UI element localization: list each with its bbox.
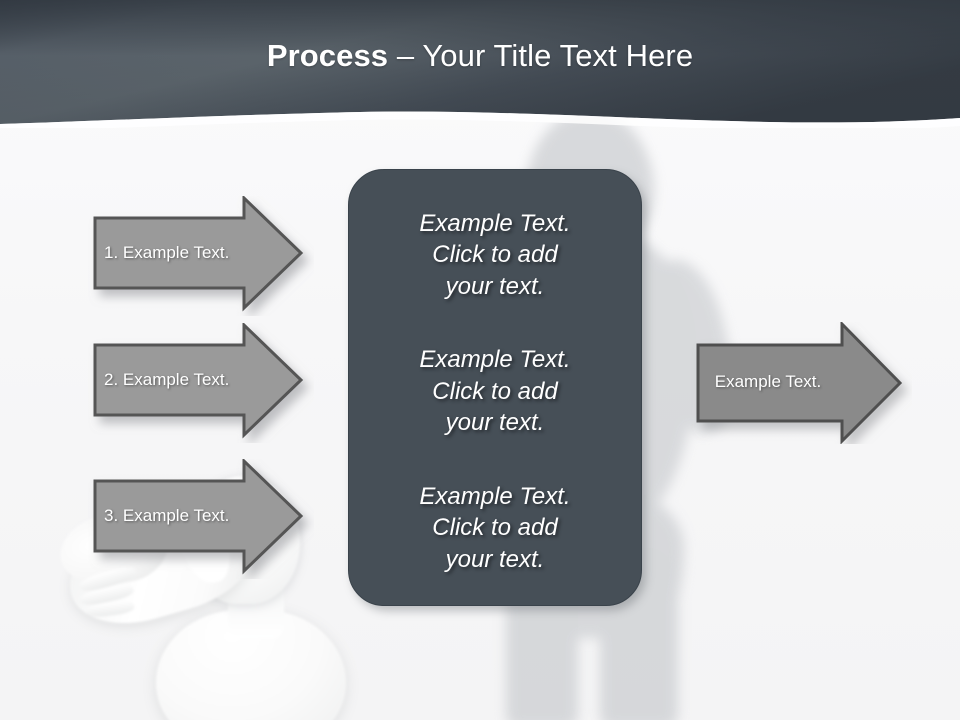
slide-header-band: Process – Your Title Text Here bbox=[0, 0, 960, 128]
process-detail-panel[interactable]: Example Text. Click to add your text. Ex… bbox=[348, 169, 642, 606]
panel-text-block-1: Example Text. Click to add your text. bbox=[419, 210, 571, 300]
panel-text-block-2: Example Text. Click to add your text. bbox=[419, 346, 571, 437]
process-arrow-2[interactable]: 2. Example Text. bbox=[88, 323, 314, 443]
process-arrow-3[interactable]: 3. Example Text. bbox=[88, 459, 314, 579]
process-arrow-1[interactable]: 1. Example Text. bbox=[88, 196, 314, 316]
panel-text-block-3: Example Text. Click to add your text. bbox=[419, 482, 571, 573]
process-arrow-output[interactable]: Example Text. bbox=[690, 322, 912, 444]
